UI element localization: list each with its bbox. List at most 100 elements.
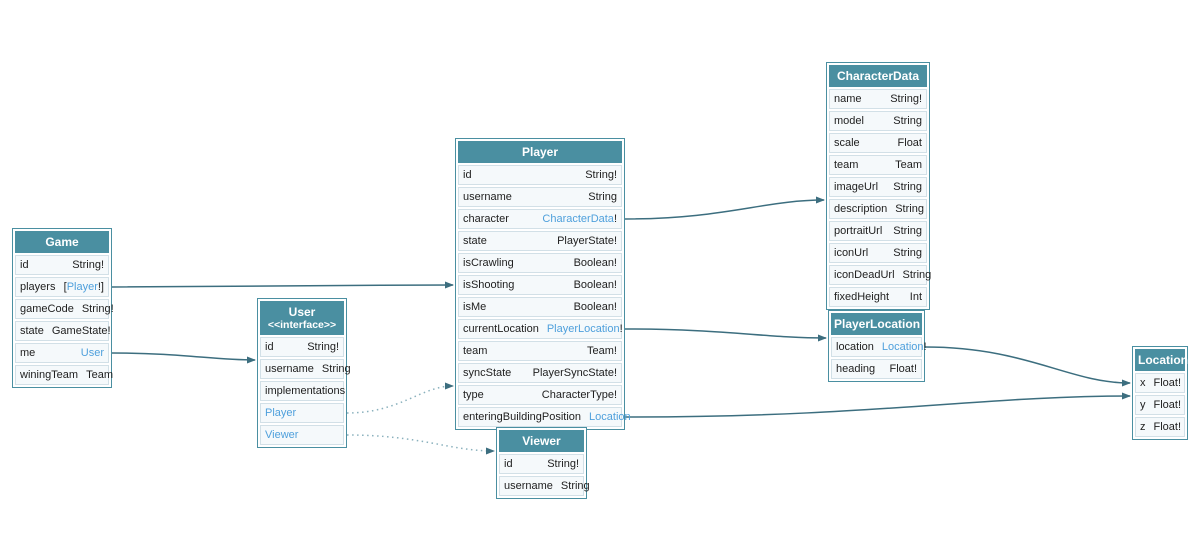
type-scalar: String! (585, 168, 617, 181)
type-scalar: CharacterType! (541, 388, 617, 401)
table-title: Location (1138, 353, 1188, 367)
field-link-Viewer[interactable]: Viewer (265, 428, 299, 441)
edge-playerlocation-location-to-location (924, 346, 1131, 387)
field-name: x (1140, 376, 1146, 389)
table-header-characterdata[interactable]: CharacterData (829, 65, 927, 87)
field-type: Int (910, 291, 922, 304)
field-row-location-x[interactable]: x Float! (1135, 373, 1185, 393)
type-link-CharacterData[interactable]: CharacterData (542, 212, 614, 225)
table-header-player[interactable]: Player (458, 141, 622, 163)
field-row-user-implementations[interactable]: implementations (260, 381, 345, 401)
edge-player-enteringbuildingposition-to-location (624, 392, 1131, 418)
type-scalar: PlayerState! (557, 234, 617, 247)
field-type: String (893, 181, 922, 194)
field-name: imageUrl (834, 180, 879, 193)
field-type: CharacterType! (542, 389, 617, 402)
field-row-user-Viewer[interactable]: Viewer (260, 425, 344, 445)
field-row-player-syncState[interactable]: syncState PlayerSyncState! (458, 363, 622, 383)
type-scalar: Team! (587, 344, 617, 357)
type-scalar: GameState! (51, 324, 111, 337)
field-type: String! (307, 341, 339, 354)
field-name: isCrawling (463, 256, 514, 269)
type-scalar: String! (307, 340, 339, 353)
type-link-User[interactable]: User (80, 346, 104, 359)
field-name: z (1140, 420, 1146, 433)
table-header-viewer[interactable]: Viewer (499, 430, 584, 452)
table-title: Viewer (522, 434, 561, 448)
type-link-Player[interactable]: Player (66, 280, 98, 293)
field-name: description (834, 202, 888, 215)
edge-game-me-to-user (111, 352, 256, 364)
field-type: Float! (1154, 377, 1182, 390)
field-link-Player[interactable]: Player (265, 406, 297, 419)
field-name: fixedHeight (834, 290, 890, 303)
field-type: String! (72, 259, 104, 272)
table-header-game[interactable]: Game (15, 231, 109, 253)
field-row-user-Player[interactable]: Player (260, 403, 344, 423)
type-suffix: ! (923, 340, 927, 353)
field-type: Team (86, 369, 113, 382)
type-scalar: String! (547, 457, 579, 470)
field-name: syncState (463, 366, 512, 379)
field-type: Float (898, 137, 922, 150)
type-scalar: PlayerSyncState! (532, 366, 617, 379)
field-name: heading (836, 362, 876, 375)
field-row-characterdata-imageUrl[interactable]: imageUrl String (829, 177, 927, 197)
type-link-PlayerLocation[interactable]: PlayerLocation (546, 322, 620, 335)
table-header-playerlocation[interactable]: PlayerLocation (831, 313, 922, 335)
type-scalar: String (902, 268, 932, 281)
field-row-game-players[interactable]: players[Player!] (15, 277, 109, 297)
field-type: Boolean! (574, 279, 617, 292)
type-prefix: [ (63, 280, 67, 293)
edge-user-viewer-to-viewer (346, 434, 495, 455)
field-type: CharacterData! (542, 213, 617, 226)
type-link-Location[interactable]: Location (881, 340, 924, 353)
field-type: PlayerSyncState! (533, 367, 617, 380)
table-header-location[interactable]: Location (1135, 349, 1188, 371)
type-link-Location[interactable]: Location (589, 410, 631, 423)
type-scalar: Float! (1153, 376, 1182, 389)
table-header-user[interactable]: User<<interface>> (260, 301, 344, 335)
field-row-characterdata-fixedHeight[interactable]: fixedHeight Int (829, 287, 927, 307)
field-type: String (561, 480, 590, 493)
